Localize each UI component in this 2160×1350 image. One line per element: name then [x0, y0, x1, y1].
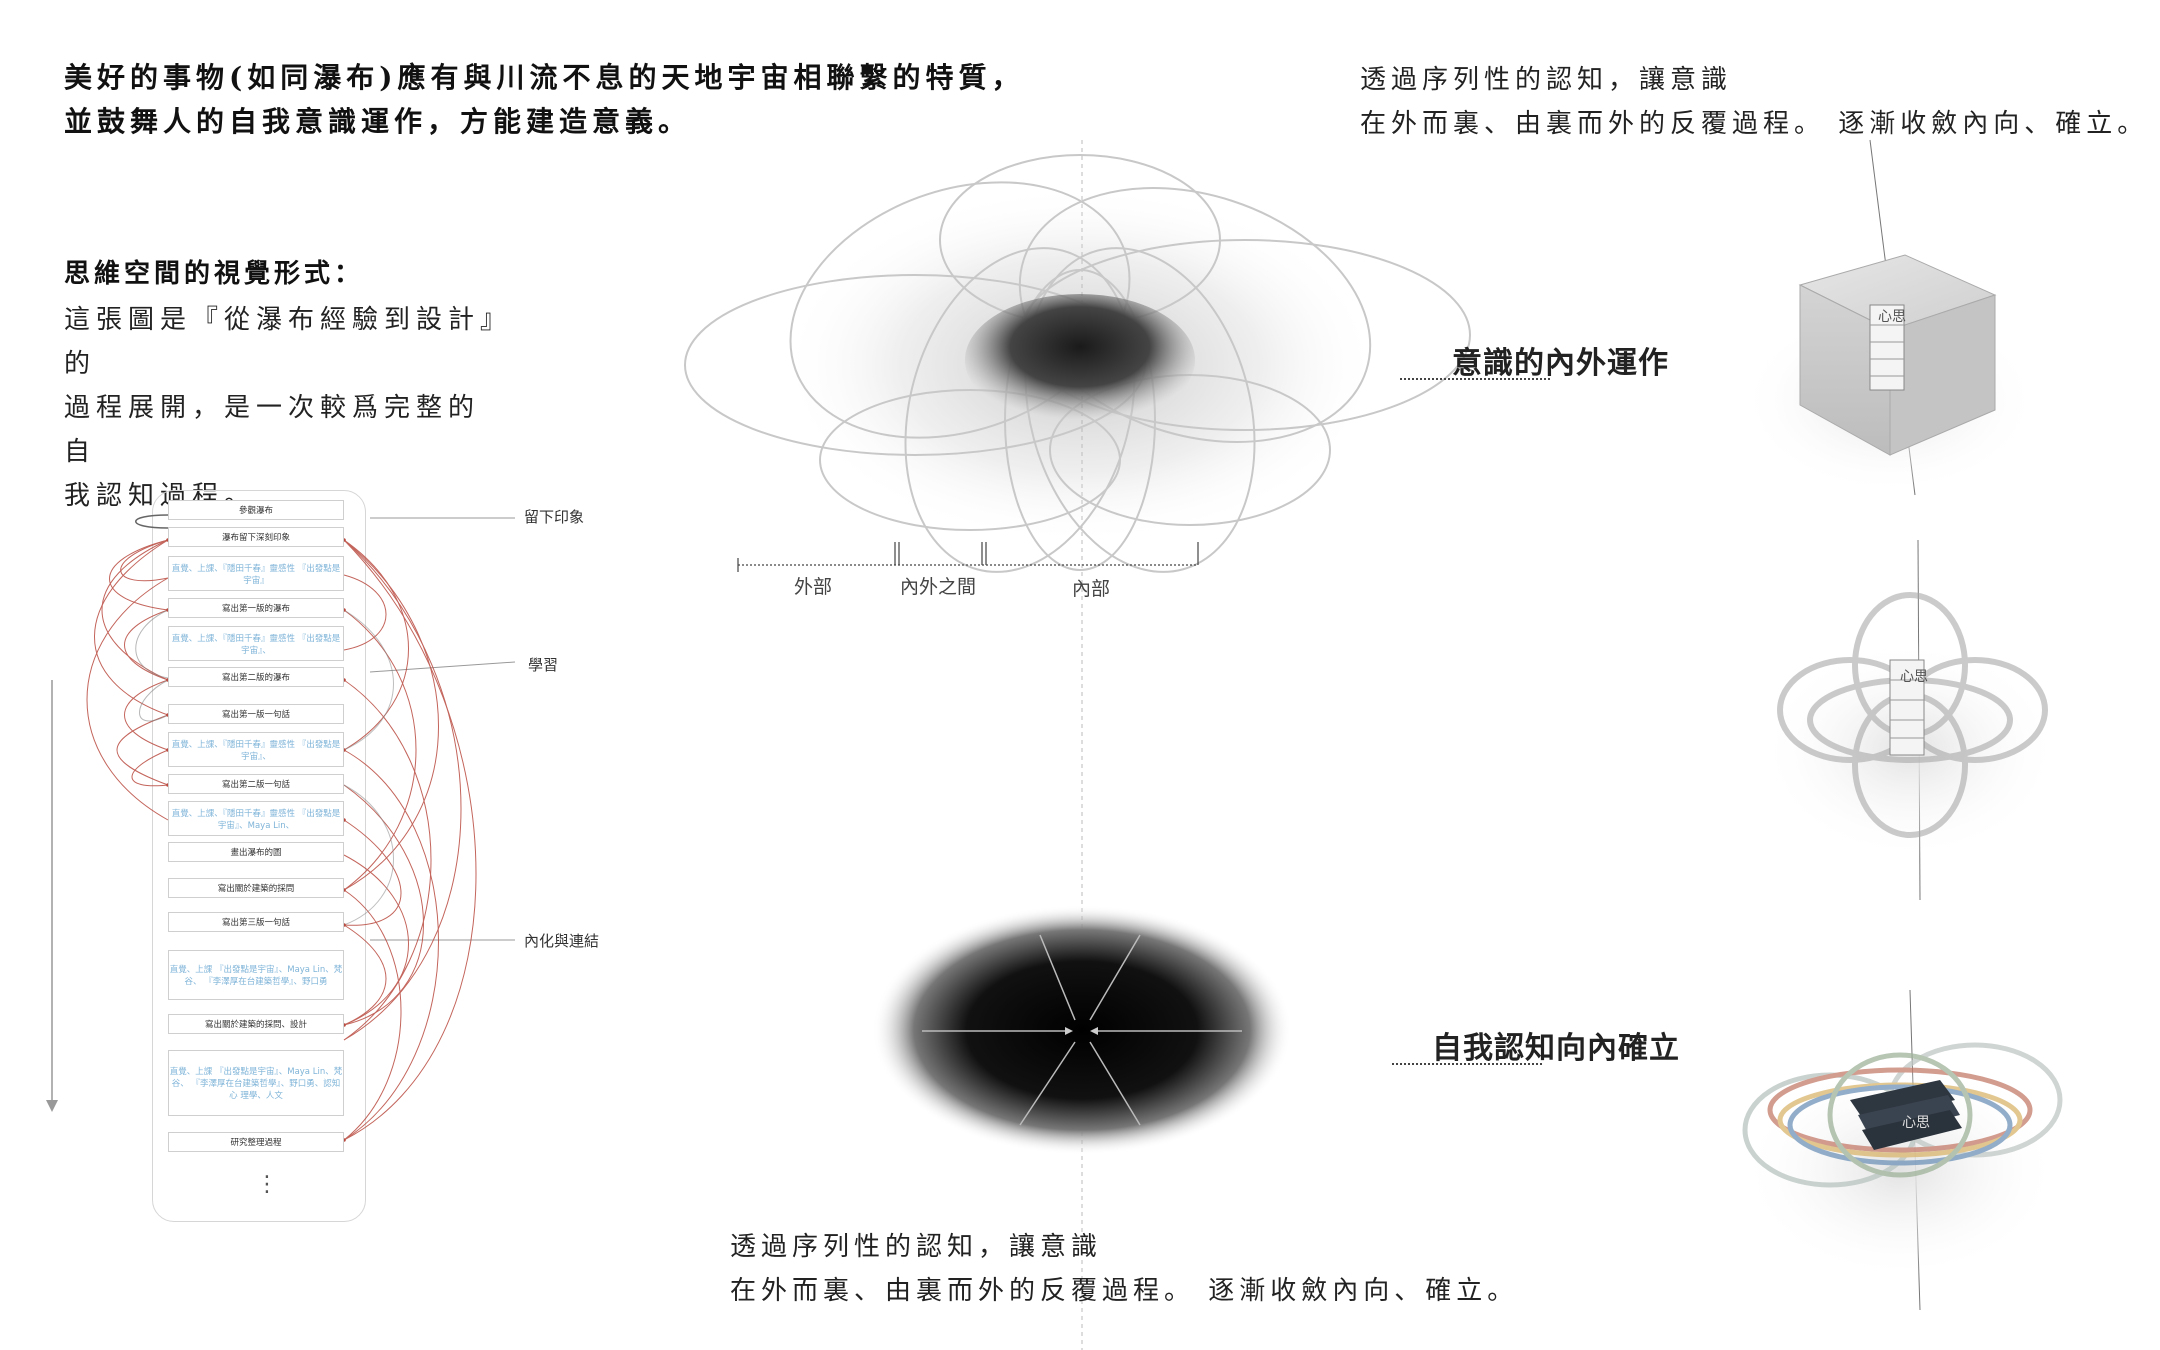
- intro-line-1: 美好的事物(如同瀑布)應有與川流不息的天地宇宙相聯繫的特質，: [64, 61, 1025, 94]
- flowchart-step: 寫出關於建築的採問: [168, 878, 344, 898]
- flowchart-step: 寫出第三版一句話: [168, 912, 344, 932]
- visual-form-title: 思維空間的視覺形式：: [64, 259, 365, 289]
- label-impression: 留下印象: [524, 508, 585, 526]
- flowchart-step: 寫出關於建築的採問、設計: [168, 1014, 344, 1034]
- visual-form-line-1: 這張圖是『從瀑布經驗到設計』的: [64, 305, 500, 379]
- flowchart-step: 參觀瀑布: [168, 500, 344, 520]
- intro-line-2: 並鼓舞人的自我意識運作，方能建造意義。: [64, 105, 692, 138]
- flowchart-step: 寫出第二版的瀑布: [168, 667, 344, 687]
- flowchart-step: 直覺、上課、『隱田千春』靈感性 『出發點是宇宙』: [168, 556, 344, 591]
- flowchart-step: 寫出第一版的瀑布: [168, 598, 344, 618]
- orbit-diagram: [684, 140, 1471, 1350]
- bottom-line-1: 透過序列性的認知，讓意識: [730, 1232, 1103, 1262]
- top-right-line-2: 在外而裏、由裏而外的反覆過程。 逐漸收斂內向、確立。: [1360, 109, 2149, 139]
- flowchart-step: 寫出第一版一句話: [168, 704, 344, 724]
- flowchart-step: 瀑布留下深刻印象: [168, 527, 344, 547]
- flowchart-step: 直覺、上課 『出發點是宇宙』、Maya Lin、梵谷、 『李澤厚在台建築哲學』、…: [168, 950, 344, 1000]
- flowchart-frame: [152, 490, 366, 1222]
- convergence-title-underline: [1392, 1063, 1542, 1065]
- cube-1-tag: 心思: [1878, 309, 1906, 325]
- orbit-diagram-title: 意識的內外運作: [1452, 346, 1669, 381]
- bottom-line-2: 在外而裏、由裏而外的反覆過程。 逐漸收斂內向、確立。: [730, 1276, 1519, 1306]
- process-flowchart: 參觀瀑布瀑布留下深刻印象直覺、上課、『隱田千春』靈感性 『出發點是宇宙』寫出第一…: [0, 0, 599, 1250]
- flowchart-step: 直覺、上課、『隱田千春』靈感性 『出發點是宇宙』、Maya Lin、: [168, 801, 344, 836]
- flowchart-step: 研究整理過程: [168, 1132, 344, 1152]
- flowchart-step: 直覺、上課、『隱田千春』靈感性 『出發點是宇宙』、: [168, 732, 344, 767]
- flowchart-step: 直覺、上課 『出發點是宇宙』、Maya Lin、梵谷、 『李澤厚在台建築哲學』、…: [168, 1050, 344, 1116]
- scale-label-between: 內外之間: [900, 576, 977, 598]
- orbit-title-underline: [1400, 378, 1550, 380]
- flowchart-arcs: [46, 514, 516, 1142]
- flowchart-step: 直覺、上課、『隱田千春』靈感性 『出發點是宇宙』、: [168, 626, 344, 661]
- label-learning: 學習: [528, 656, 559, 674]
- label-internalize: 內化與連結: [524, 932, 600, 950]
- bottom-caption: 透過序列性的認知，讓意識 在外而裏、由裏而外的反覆過程。 逐漸收斂內向、確立。: [730, 1225, 1518, 1313]
- intro-statement: 美好的事物(如同瀑布)應有與川流不息的天地宇宙相聯繫的特質， 並鼓舞人的自我意識…: [64, 56, 1025, 144]
- flowchart-continue-ellipsis: ⋮: [256, 1172, 278, 1197]
- cube-2-tag: 心思: [1900, 669, 1928, 685]
- flowchart-step: 畫出瀑布的圖: [168, 842, 344, 862]
- visual-form-line-2: 過程展開，是一次較爲完整的自: [64, 393, 481, 467]
- cube-renders: [1740, 139, 2063, 1311]
- convergence-title-group: 自我認知向內確立: [1392, 1023, 1680, 1066]
- orbit-title-group: 意識的內外運作: [1400, 338, 1669, 381]
- flowchart-step: 寫出第二版一句話: [168, 774, 344, 794]
- top-right-line-1: 透過序列性的認知，讓意識: [1360, 65, 1733, 95]
- top-right-caption: 透過序列性的認知，讓意識 在外而裏、由裏而外的反覆過程。 逐漸收斂內向、確立。: [1360, 58, 2148, 146]
- scale-label-inside: 內部: [1072, 578, 1111, 600]
- convergence-diagram-title: 自我認知向內確立: [1432, 1031, 1680, 1066]
- scale-label-outside: 外部: [794, 576, 833, 598]
- cube-3-tag: 心思: [1902, 1115, 1930, 1131]
